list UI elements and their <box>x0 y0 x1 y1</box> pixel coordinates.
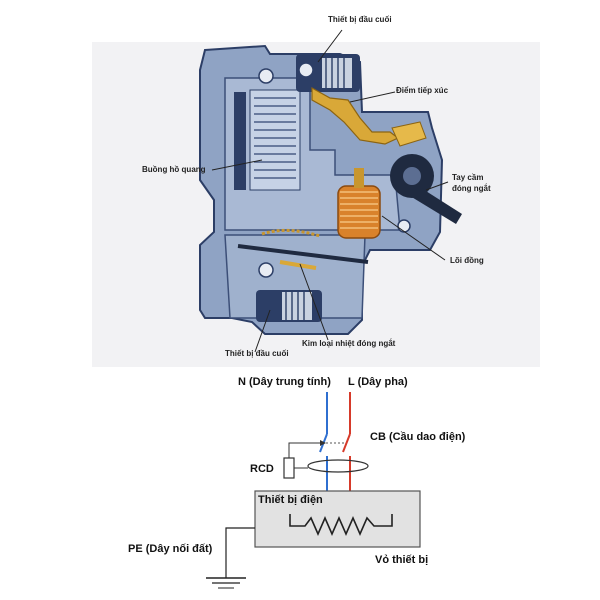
label-phase-wire: L (Dây pha) <box>348 376 408 388</box>
magnetic-coil <box>337 168 381 239</box>
label-terminal-bottom: Thiết bị đầu cuối <box>225 349 289 358</box>
label-bimetal: Kim loại nhiệt đóng ngắt <box>302 339 396 348</box>
circuit-breaker-illustration: Thiết bị đầu cuối Điểm tiếp xúc Buồng hồ… <box>142 15 491 358</box>
label-casing: Vỏ thiết bị <box>375 554 428 566</box>
label-cb: CB (Cầu dao điện) <box>370 431 466 443</box>
label-coil-core: Lõi đồng <box>450 256 484 265</box>
label-handle-line2: đóng ngắt <box>452 184 491 193</box>
bottom-terminal <box>256 68 411 322</box>
rcd-trip-arrow <box>320 440 326 446</box>
load-resistor <box>289 514 393 536</box>
label-rcd: RCD <box>250 463 274 475</box>
arc-chamber-body <box>249 89 301 191</box>
arc-chamber-plates <box>254 97 296 179</box>
label-neutral-wire: N (Dây trung tính) <box>238 376 331 388</box>
label-contact-point: Điểm tiếp xúc <box>396 86 449 95</box>
switch-handle <box>390 121 462 224</box>
label-terminal-top: Thiết bị đầu cuối <box>328 15 392 24</box>
leader-lines <box>211 29 449 353</box>
arc-chamber-frame <box>234 92 246 190</box>
arc-chamber <box>234 89 301 191</box>
label-arc-chamber: Buồng hồ quang <box>142 165 206 174</box>
rcd-relay-box <box>283 457 295 479</box>
label-pe: PE (Dây nối đất) <box>128 543 213 555</box>
phase-switch-blade <box>342 433 351 453</box>
top-terminal <box>296 54 360 92</box>
rcd-sensing-ring <box>307 459 369 473</box>
bimetal-strip <box>237 228 369 270</box>
label-device: Thiết bị điện <box>258 494 323 506</box>
rcd-trip-link <box>288 442 320 458</box>
rcd-circuit-schematic: N (Dây trung tính) L (Dây pha) CB (Cầu d… <box>128 376 466 589</box>
label-handle-line1: Tay cầm <box>452 173 483 182</box>
pe-ground-wire <box>225 527 255 578</box>
